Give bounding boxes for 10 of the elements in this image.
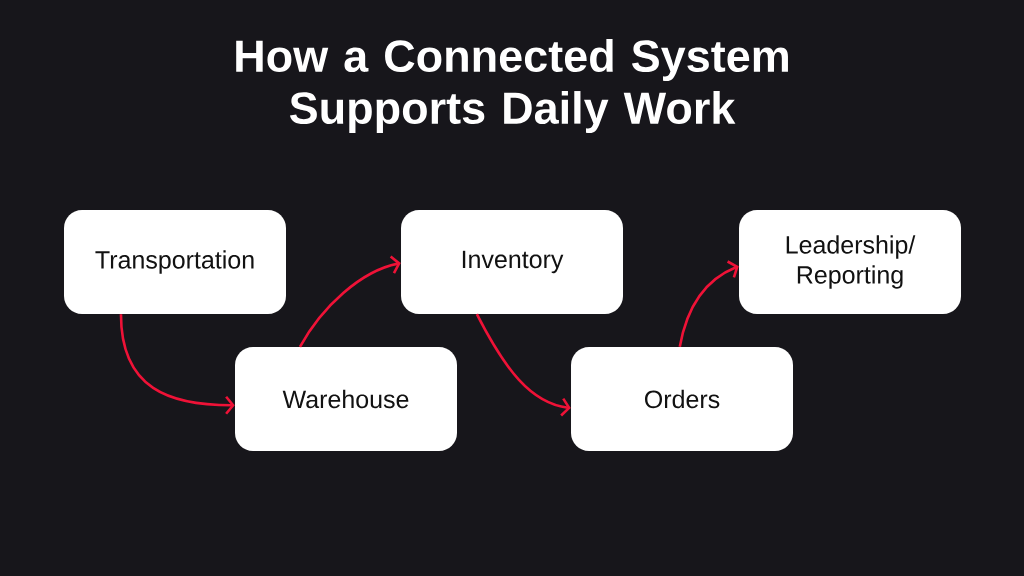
- arrow: [475, 313, 571, 417]
- process-box: Warehouse: [235, 347, 457, 451]
- process-box: Transportation: [64, 210, 286, 314]
- arrow: [298, 255, 401, 348]
- arrow: [678, 260, 739, 348]
- process-box: Inventory: [401, 210, 623, 314]
- process-box: Leadership/ Reporting: [739, 210, 961, 314]
- arrow: [119, 314, 235, 415]
- process-box: Orders: [571, 347, 793, 451]
- title: How a Connected System Supports Daily Work: [236, 39, 788, 133]
